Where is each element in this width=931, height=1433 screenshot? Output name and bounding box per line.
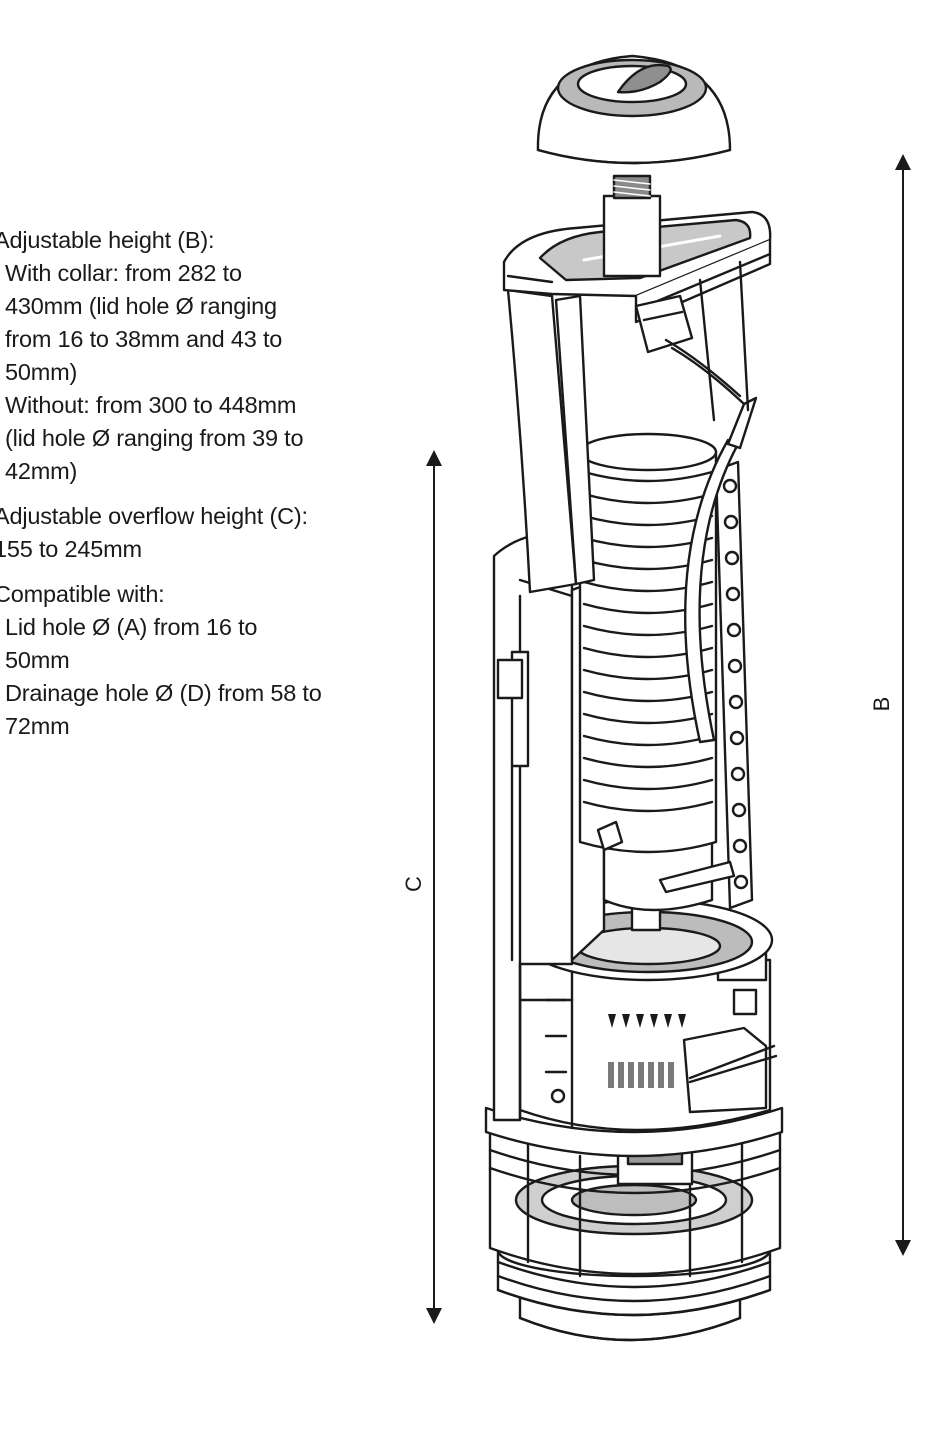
overflow-tube [492, 530, 574, 1122]
dimension-c-label: C [401, 876, 426, 892]
push-button-cap [536, 54, 732, 165]
spec-group-height: Adjustable height (B): With collar: from… [0, 224, 324, 488]
lift-arm [658, 396, 758, 894]
ribbed-bellows [578, 432, 718, 854]
spec-item-lid-hole: Lid hole Ø (A) from 16 to 50mm [5, 614, 258, 673]
drip-marks [608, 1014, 686, 1028]
spec-item-without-collar: Without: from 300 to 448mm (lid hole Ø r… [5, 392, 304, 484]
spec-group-overflow: Adjustable overflow height (C): 155 to 2… [0, 500, 324, 566]
collar-ring [484, 1106, 784, 1158]
spec-heading-overflow: Adjustable overflow height (C): 155 to 2… [0, 503, 308, 562]
stem-housing [506, 288, 596, 594]
lower-cage [488, 1116, 782, 1278]
dimension-b-label: B [869, 697, 894, 712]
vent-slots [608, 1062, 674, 1088]
spec-group-compatible: Compatible with: Lid hole Ø (A) from 16 … [0, 578, 324, 743]
specifications-text: Adjustable height (B): With collar: from… [0, 224, 324, 755]
dimension-b: B [869, 154, 911, 1256]
adjustment-ladder [714, 460, 754, 910]
push-rod [602, 174, 662, 278]
spec-item-drainage-hole: Drainage hole Ø (D) from 58 to 72mm [5, 680, 322, 739]
spec-heading-height: Adjustable height (B): [0, 227, 215, 253]
spec-heading-compatible: Compatible with: [0, 581, 165, 607]
dimension-c: C [401, 450, 442, 1324]
spec-item-with-collar: With collar: from 282 to 430mm (lid hole… [5, 260, 283, 385]
valve-drawing [484, 54, 784, 1342]
